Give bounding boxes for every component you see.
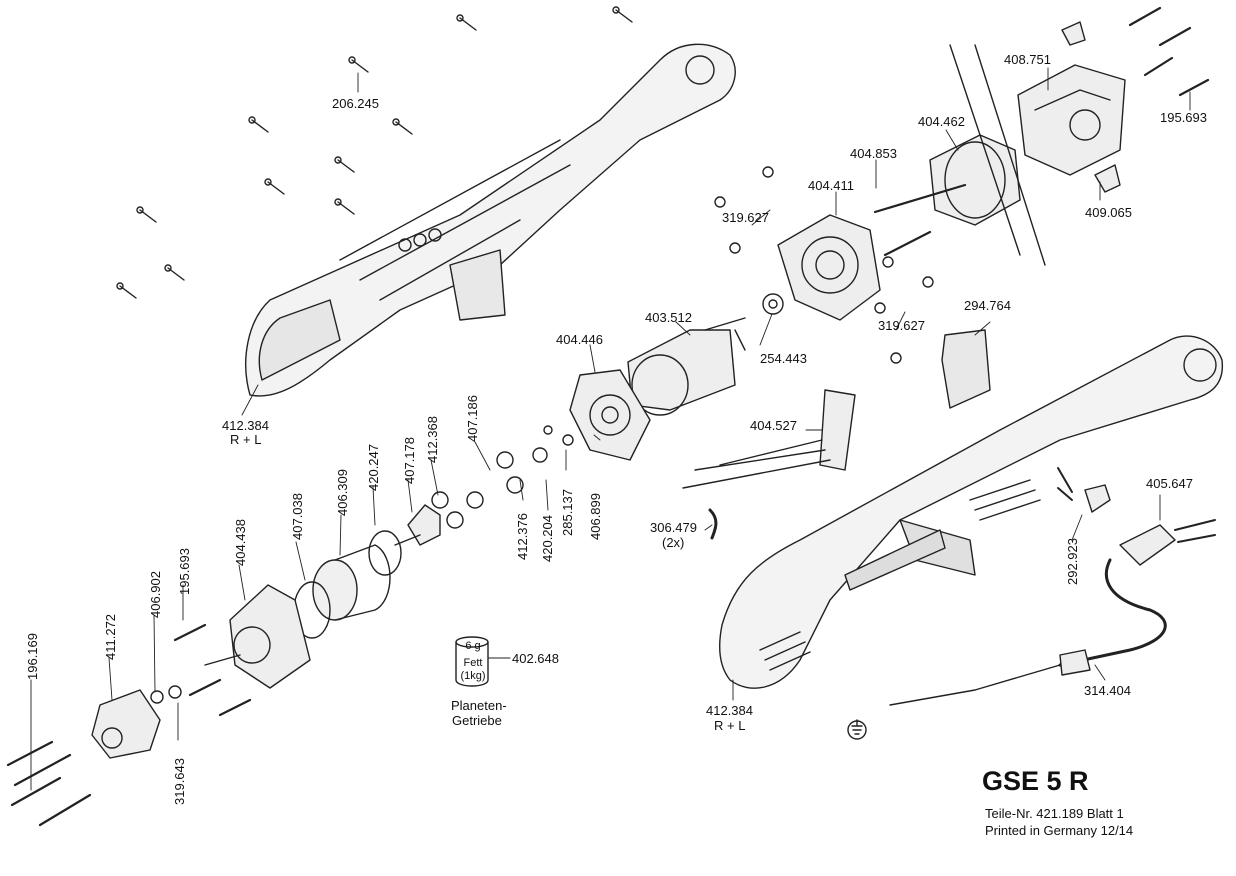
screws-housing xyxy=(116,6,633,299)
label-254443: 254.443 xyxy=(760,351,807,366)
screw-clamp xyxy=(1057,467,1073,501)
label-206245: 206.245 xyxy=(332,96,379,111)
brush-clip xyxy=(1094,164,1121,193)
bearing-flange xyxy=(569,369,651,461)
label-314404: 314.404 xyxy=(1084,683,1131,698)
ring-gear xyxy=(312,544,391,621)
label-292923: 292.923 xyxy=(1065,538,1080,585)
label-409065: 409.065 xyxy=(1085,205,1132,220)
label-406309: 406.309 xyxy=(335,469,350,516)
power-cord xyxy=(889,519,1216,706)
label-404853: 404.853 xyxy=(850,146,897,161)
field-coil xyxy=(929,134,1021,226)
label-planet-line2: Getriebe xyxy=(452,713,502,728)
grease-pack: (1kg) xyxy=(460,670,486,682)
label-406899: 406.899 xyxy=(588,493,603,540)
part-sheet-number: Teile-Nr. 421.189 Blatt 1 xyxy=(985,806,1124,821)
label-404527: 404.527 xyxy=(750,418,797,433)
housing-half-right xyxy=(718,335,1224,689)
spindle-flange xyxy=(91,689,161,759)
ball-bearing xyxy=(762,293,784,315)
planet-carrier xyxy=(394,504,441,546)
o-ring-small xyxy=(368,530,402,576)
washer-319643 xyxy=(168,685,182,699)
nut-406902 xyxy=(150,690,164,704)
label-195693-left: 195.693 xyxy=(177,548,192,595)
label-285137: 285.137 xyxy=(560,489,575,536)
label-411272: 411.272 xyxy=(103,613,118,660)
label-412384-upper: 412.384 xyxy=(222,418,269,433)
switch xyxy=(941,329,991,409)
label-412368: 412.368 xyxy=(425,416,440,463)
clamp-part xyxy=(1084,484,1111,513)
label-405647: 405.647 xyxy=(1146,476,1193,491)
nuts xyxy=(714,166,934,364)
label-412384-lower-sub: R + L xyxy=(714,718,746,733)
label-195693-top: 195.693 xyxy=(1160,110,1207,125)
sleeve xyxy=(708,508,718,540)
label-306479-sub: (2x) xyxy=(662,535,685,550)
label-404438: 404.438 xyxy=(233,519,248,566)
label-306479: 306.479 xyxy=(650,520,697,535)
model-title: GSE 5 R xyxy=(982,766,1089,796)
label-408751: 408.751 xyxy=(1004,52,1051,67)
label-404462: 404.462 xyxy=(918,114,965,129)
label-196169: 196.169 xyxy=(25,633,40,680)
motor-flange xyxy=(777,214,881,321)
label-407038: 407.038 xyxy=(290,493,305,540)
label-294764: 294.764 xyxy=(964,298,1011,313)
pins-top-right xyxy=(1128,6,1210,97)
label-420204: 420.204 xyxy=(540,515,555,562)
armature xyxy=(627,317,746,416)
label-319627-right: 319.627 xyxy=(878,318,925,333)
label-406902: 406.902 xyxy=(148,571,163,618)
label-319627-left: 319.627 xyxy=(722,210,769,225)
label-412384-upper-sub: R + L xyxy=(230,432,262,447)
long-screws xyxy=(873,183,967,257)
gear-housing xyxy=(204,584,311,689)
grease-tub xyxy=(455,636,489,687)
label-404446: 404.446 xyxy=(556,332,603,347)
label-407186: 407.186 xyxy=(465,395,480,442)
label-319643: 319.643 xyxy=(172,758,187,805)
label-404411: 404.411 xyxy=(808,178,855,193)
label-403512: 403.512 xyxy=(645,310,692,325)
label-planet-line1: Planeten- xyxy=(451,698,507,713)
print-info: Printed in Germany 12/14 xyxy=(985,823,1134,838)
label-420247: 420.247 xyxy=(366,444,381,491)
wire-lead xyxy=(949,44,1046,266)
label-402648: 402.648 xyxy=(512,651,559,666)
ground-symbol-icon xyxy=(847,719,867,740)
planet-gears xyxy=(431,425,574,529)
thermostat-wires xyxy=(682,389,856,489)
label-412384-lower: 412.384 xyxy=(706,703,753,718)
label-407178: 407.178 xyxy=(402,437,417,484)
grease-name: Fett xyxy=(463,657,483,669)
clip-top xyxy=(1061,21,1086,46)
screws-gearbox xyxy=(173,623,252,717)
grease-quantity: 6 g xyxy=(465,640,481,652)
brush-housing xyxy=(1017,64,1126,176)
housing-half-left xyxy=(245,43,736,397)
screws-long xyxy=(6,740,92,827)
label-412376: 412.376 xyxy=(515,513,530,560)
